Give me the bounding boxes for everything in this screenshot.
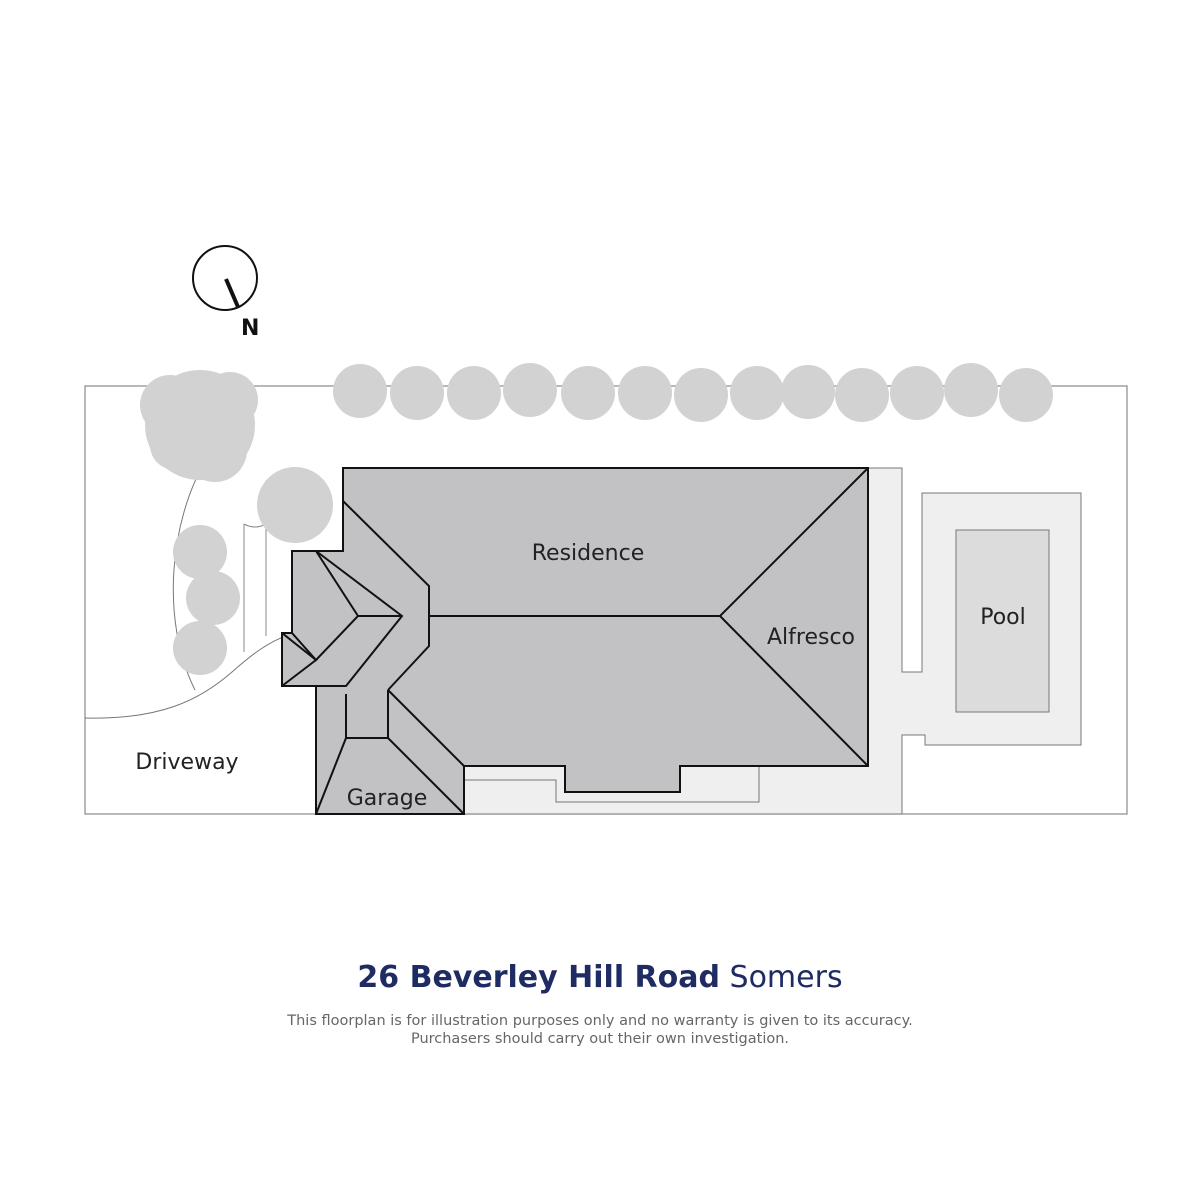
tree-large — [140, 370, 258, 482]
disclaimer-line-2: Purchasers should carry out their own in… — [410, 1031, 790, 1047]
pool — [955, 529, 1050, 713]
driveway-label: Driveway — [135, 750, 238, 775]
alfresco-label: Alfresco — [767, 625, 855, 650]
tree-small — [173, 467, 333, 675]
address-street: 26 Beverley Hill Road — [357, 960, 720, 995]
pool-label: Pool — [980, 605, 1026, 630]
north-label: N — [241, 316, 259, 341]
tree-row — [333, 363, 1053, 422]
property-address: 26 Beverley Hill Road Somers — [0, 958, 1200, 998]
disclaimer: This floorplan is for illustration purpo… — [0, 1012, 1200, 1048]
disclaimer-line-1: This floorplan is for illustration purpo… — [287, 1013, 913, 1029]
garage-label: Garage — [347, 786, 428, 811]
north-arrow-icon: N — [192, 245, 259, 341]
residence-roof — [281, 467, 869, 815]
residence-label: Residence — [532, 541, 644, 566]
address-suburb: Somers — [729, 960, 843, 995]
